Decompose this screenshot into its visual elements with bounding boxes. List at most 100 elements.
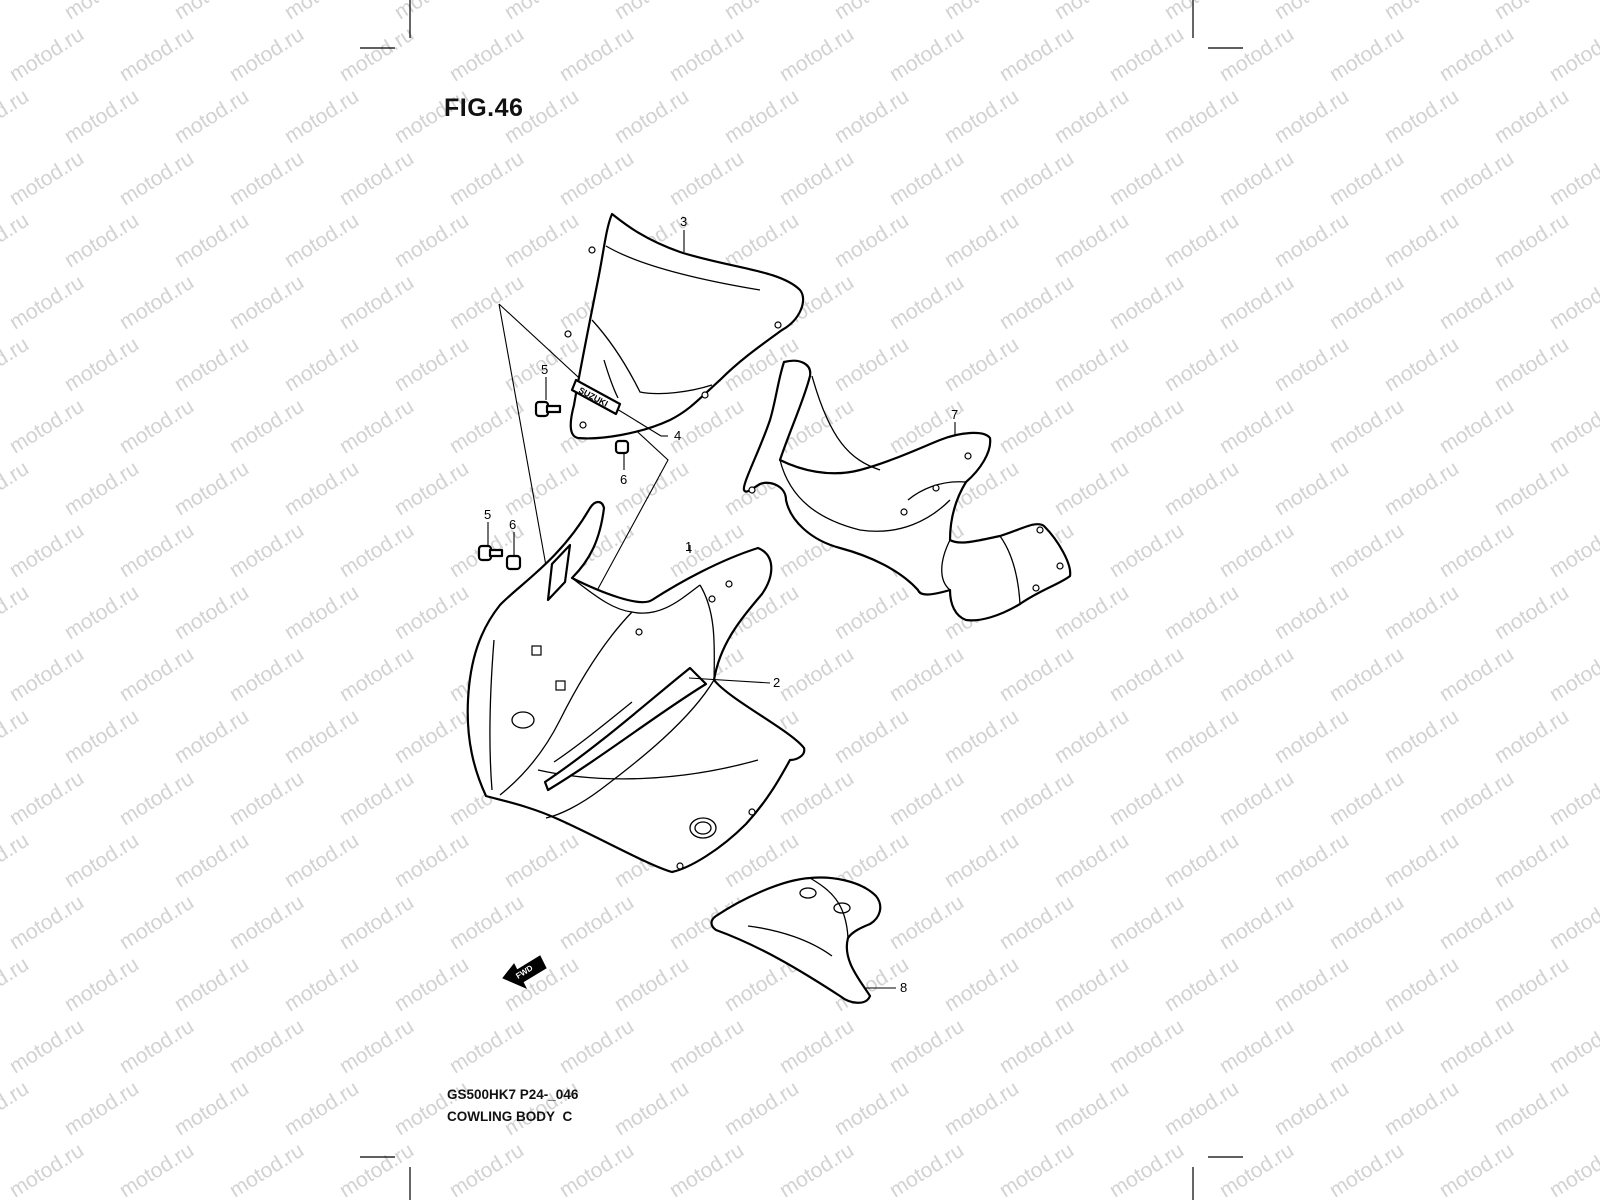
cowling-stripe (543, 666, 708, 792)
watermark-text: motod.ru (1490, 581, 1572, 644)
watermark-text: motod.ru (1325, 1015, 1407, 1078)
watermark-text: motod.ru (225, 643, 307, 706)
watermark-text: motod.ru (390, 457, 472, 520)
watermark-text: motod.ru (170, 953, 252, 1016)
watermark-text: motod.ru (1490, 953, 1572, 1016)
watermark-text: motod.ru (1380, 953, 1462, 1016)
watermark-text: motod.ru (1325, 643, 1407, 706)
windscreen (564, 212, 805, 440)
watermark-text: motod.ru (1215, 1139, 1297, 1200)
watermark-text: motod.ru (60, 209, 142, 272)
watermark-text: motod.ru (115, 643, 197, 706)
watermark-text: motod.ru (1050, 333, 1132, 396)
watermark-text: motod.ru (885, 147, 967, 210)
watermark-text: motod.ru (60, 333, 142, 396)
callout-6-lower: 6 (509, 517, 516, 532)
watermark-text: motod.ru (335, 891, 417, 954)
watermark-text: motod.ru (720, 209, 802, 272)
watermark-text: motod.ru (0, 829, 33, 892)
watermark-text: motod.ru (995, 1015, 1077, 1078)
watermark-text: motod.ru (1380, 0, 1462, 24)
watermark-text: motod.ru (390, 209, 472, 272)
watermark-text: motod.ru (445, 271, 527, 334)
watermark-text: motod.ru (1215, 271, 1297, 334)
watermark-text: motod.ru (1325, 1139, 1407, 1200)
watermark-text: motod.ru (225, 891, 307, 954)
watermark-text: motod.ru (1160, 829, 1242, 892)
watermark-text: motod.ru (390, 581, 472, 644)
watermark-text: motod.ru (5, 519, 87, 582)
watermark-text: motod.ru (1105, 643, 1187, 706)
watermark-text: motod.ru (885, 891, 967, 954)
watermark-text: motod.ru (885, 1015, 967, 1078)
watermark-text: motod.ru (390, 829, 472, 892)
watermark-text: motod.ru (1160, 0, 1242, 24)
watermark-text: motod.ru (775, 767, 857, 830)
watermark-text: motod.ru (280, 829, 362, 892)
watermark-text: motod.ru (1545, 891, 1600, 954)
callout-5-upper: 5 (541, 362, 548, 377)
watermark-text: motod.ru (60, 705, 142, 768)
watermark-text: motod.ru (1380, 457, 1462, 520)
watermark-text: motod.ru (335, 147, 417, 210)
watermark-text: motod.ru (830, 0, 912, 24)
watermark-text: motod.ru (1325, 395, 1407, 458)
watermark-text: motod.ru (1545, 767, 1600, 830)
watermark-text: motod.ru (1270, 829, 1352, 892)
watermark-text: motod.ru (1215, 643, 1297, 706)
watermark-text: motod.ru (830, 333, 912, 396)
watermark-text: motod.ru (60, 1077, 142, 1140)
watermark-text: motod.ru (940, 85, 1022, 148)
watermark-text: motod.ru (1160, 581, 1242, 644)
watermark-text: motod.ru (5, 891, 87, 954)
watermark-text: motod.ru (500, 457, 582, 520)
forward-direction-arrow: FWD (502, 955, 547, 990)
watermark-text: motod.ru (280, 705, 362, 768)
watermark-text: motod.ru (1545, 1139, 1600, 1200)
watermark-text: motod.ru (225, 1139, 307, 1200)
watermark-text: motod.ru (0, 953, 33, 1016)
watermark-text: motod.ru (1160, 705, 1242, 768)
watermark-text: motod.ru (830, 85, 912, 148)
callout-5-lower: 5 (484, 507, 491, 522)
watermark-text: motod.ru (280, 209, 362, 272)
watermark-text: motod.ru (995, 891, 1077, 954)
watermark-text: motod.ru (170, 705, 252, 768)
watermark-text: motod.ru (665, 23, 747, 86)
watermark-text: motod.ru (170, 333, 252, 396)
watermark-text: motod.ru (555, 147, 637, 210)
watermark-text: motod.ru (335, 643, 417, 706)
watermark-text: motod.ru (885, 643, 967, 706)
watermark-text: motod.ru (445, 23, 527, 86)
watermark-text: motod.ru (1490, 0, 1572, 24)
watermark-text: motod.ru (555, 23, 637, 86)
watermark-text: motod.ru (1160, 209, 1242, 272)
watermark-text: motod.ru (1050, 581, 1132, 644)
watermark-text: motod.ru (995, 147, 1077, 210)
callout-7: 7 (951, 407, 958, 422)
watermark-text: motod.ru (335, 767, 417, 830)
watermark-text: motod.ru (830, 705, 912, 768)
watermark-text: motod.ru (1435, 395, 1517, 458)
watermark-text: motod.ru (280, 85, 362, 148)
watermark-text: motod.ru (5, 1015, 87, 1078)
watermark-text: motod.ru (1380, 85, 1462, 148)
callout-6-upper: 6 (620, 472, 627, 487)
watermark-text: motod.ru (1325, 23, 1407, 86)
figure-model-code: GS500HK7 P24-_046 (447, 1087, 579, 1102)
watermark-text: motod.ru (885, 767, 967, 830)
watermark-text: motod.ru (1270, 953, 1352, 1016)
callout-8: 8 (900, 980, 907, 995)
watermark-text: motod.ru (1325, 891, 1407, 954)
watermark-text: motod.ru (225, 395, 307, 458)
crop-marks (360, 0, 1243, 1200)
watermark-text: motod.ru (995, 1139, 1077, 1200)
watermark-text: motod.ru (170, 829, 252, 892)
watermark-text: motod.ru (170, 457, 252, 520)
watermark-text: motod.ru (1160, 1077, 1242, 1140)
watermark-text: motod.ru (115, 891, 197, 954)
watermark-text: motod.ru (280, 0, 362, 24)
watermark-text: motod.ru (1215, 1015, 1297, 1078)
watermark-text: motod.ru (1435, 519, 1517, 582)
